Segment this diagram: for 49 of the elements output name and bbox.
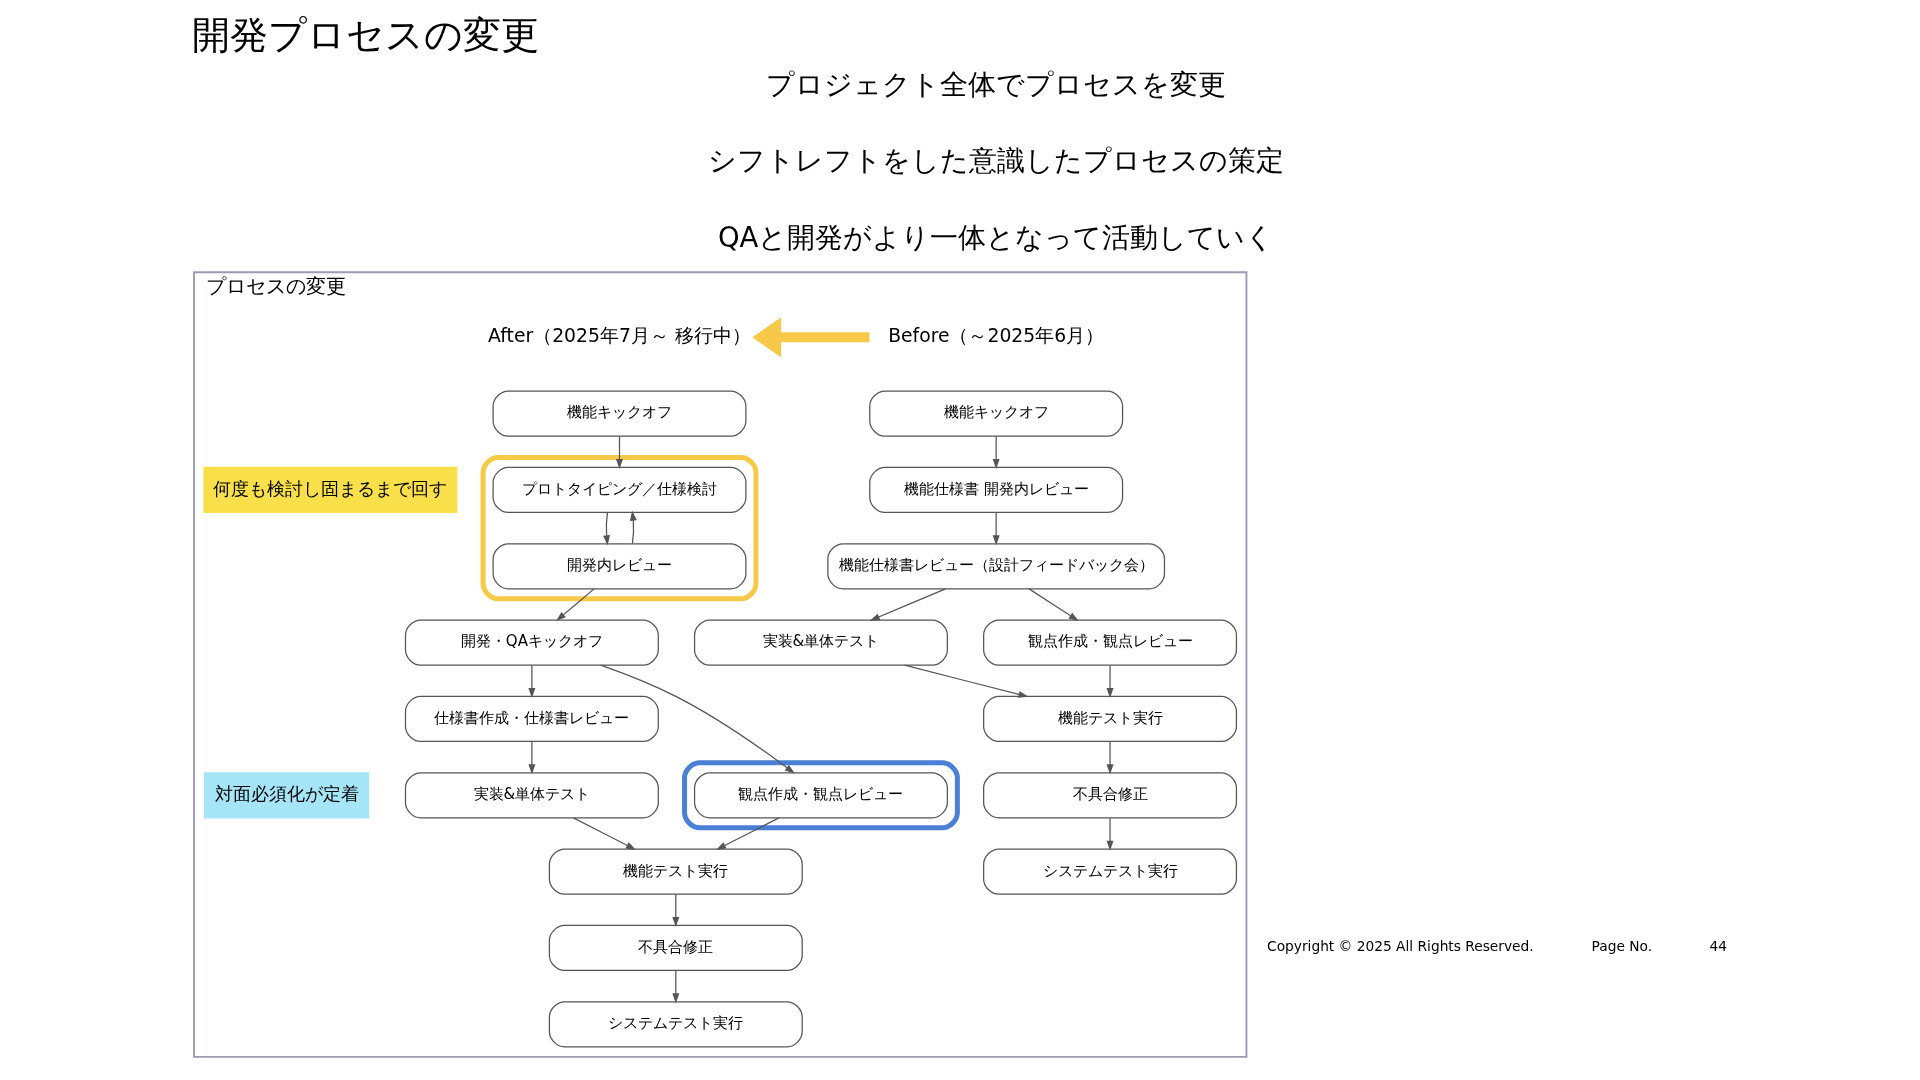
node-box: 何度も検討し固まるまで回す <box>202 466 457 514</box>
label: シフトレフトをした意識したプロセスの策定 <box>707 144 1284 177</box>
arrow <box>671 969 679 1004</box>
node-box: 不具合修正 <box>548 924 803 972</box>
label: Copyright © 2025 All Rights Reserved. <box>1266 938 1534 955</box>
diagram-title: 開発プロセスの変更 <box>191 13 539 58</box>
arrow <box>572 817 636 850</box>
node-box: 機能キックオフ <box>868 390 1123 437</box>
label: 44 <box>1708 938 1727 955</box>
node-box: 実装&単体テスト <box>404 772 659 819</box>
node-box: システムテスト実行 <box>982 848 1237 895</box>
arrow <box>1027 588 1079 622</box>
node-box: 不具合修正 <box>982 772 1237 819</box>
node-box: 対面必須化が定着 <box>203 772 369 819</box>
node-box: システムテスト実行 <box>548 1001 803 1048</box>
node-text: After（2025年7月～ 移行中） <box>487 324 751 346</box>
node-box: 機能仕様書 開発内レビュー <box>868 466 1123 514</box>
arrow <box>671 893 679 928</box>
arrow <box>527 664 535 699</box>
arrow <box>599 664 795 774</box>
arrow <box>1106 740 1114 775</box>
arrow <box>615 435 623 470</box>
label: QAと開発がより一体となって活動していく <box>717 220 1274 253</box>
node-text: Before（～2025年6月） <box>887 324 1104 346</box>
node-box: 機能テスト実行 <box>982 695 1237 743</box>
node-box: 機能テスト実行 <box>548 848 803 895</box>
node-box: 観点作成・観点レビュー <box>693 772 948 819</box>
node-box: 実装&単体テスト <box>693 619 948 666</box>
arrow <box>555 588 595 621</box>
node-box: 機能キックオフ <box>491 390 746 437</box>
arrow <box>903 664 1028 698</box>
arrow <box>992 435 1000 470</box>
arrow <box>629 510 637 545</box>
arrow <box>992 511 1000 546</box>
label: Page No. <box>1591 938 1652 955</box>
arrow <box>527 740 535 775</box>
arrow <box>1106 817 1114 851</box>
node-box: 機能仕様書レビュー（設計フィードバック会） <box>826 543 1165 590</box>
cluster <box>480 454 758 602</box>
label: プロジェクト全体でプロセスを変更 <box>765 68 1226 100</box>
arrow <box>1106 664 1114 699</box>
arrow <box>751 317 869 358</box>
node-box: 仕様書作成・仕様書レビュー <box>404 695 659 743</box>
node-box: 開発内レビュー <box>491 543 746 590</box>
arrow <box>602 511 610 546</box>
node-box: 観点作成・観点レビュー <box>982 619 1237 666</box>
node-box: 開発・QAキックオフ <box>404 619 659 666</box>
cluster <box>681 760 960 831</box>
node-box: プロトタイピング／仕様検討 <box>491 466 746 514</box>
